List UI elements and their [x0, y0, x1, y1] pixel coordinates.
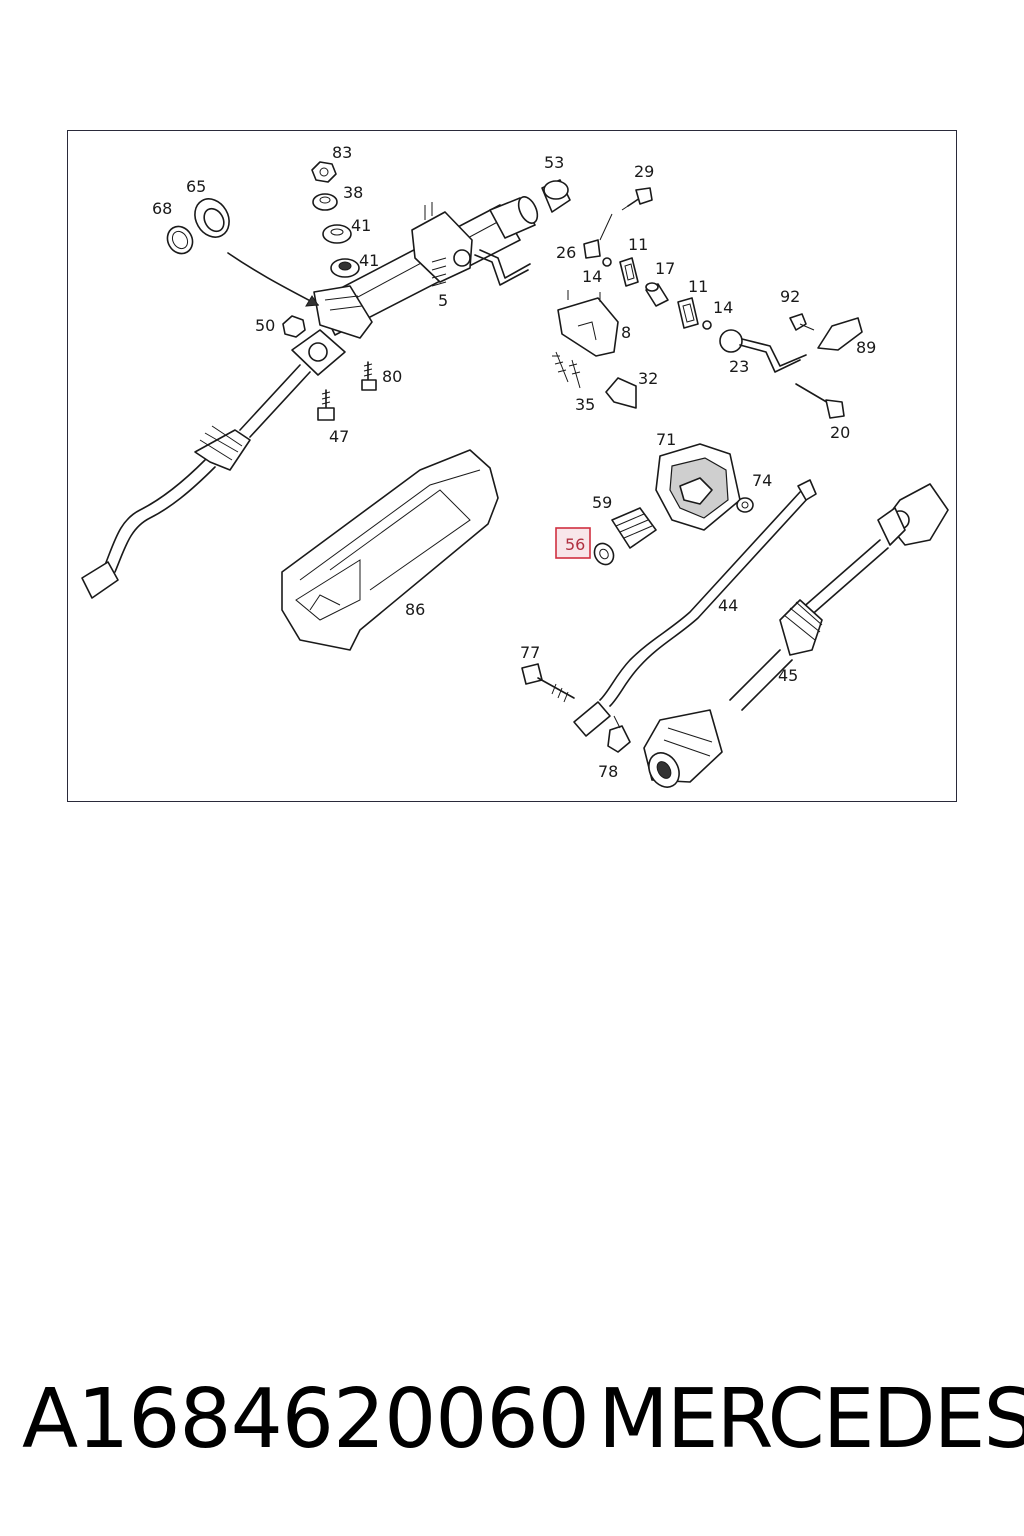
- label-35: 35: [575, 395, 595, 414]
- bolt-77-and-clip-78: [521, 663, 631, 753]
- lower-shaft-assembly: [643, 483, 949, 788]
- boot-and-seals: [593, 443, 754, 566]
- callout-labels: 83 38 41 41 65 68 53 29 26 14 11 17 11 1…: [152, 143, 876, 781]
- label-20: 20: [830, 423, 850, 442]
- label-29: 29: [634, 162, 654, 181]
- label-86: 86: [405, 600, 425, 619]
- label-5: 5: [438, 291, 448, 310]
- label-8: 8: [621, 323, 631, 342]
- label-14: 14: [582, 267, 602, 286]
- label-89: 89: [856, 338, 876, 357]
- highlight-box-56: [555, 527, 591, 559]
- label-23: 23: [729, 357, 749, 376]
- label-83: 83: [332, 143, 352, 162]
- label-11-b: 11: [688, 277, 708, 296]
- label-41-b: 41: [359, 251, 379, 270]
- label-26: 26: [556, 243, 576, 262]
- small-fasteners-top-left: [166, 161, 377, 421]
- label-47: 47: [329, 427, 349, 446]
- label-44: 44: [718, 596, 738, 615]
- label-71: 71: [656, 430, 676, 449]
- label-92: 92: [780, 287, 800, 306]
- part-number-text: A1684620060: [22, 1372, 590, 1467]
- label-56: 56: [565, 535, 585, 554]
- label-32: 32: [638, 369, 658, 388]
- intermediate-shaft: [573, 479, 817, 737]
- label-41: 41: [351, 216, 371, 235]
- label-80: 80: [382, 367, 402, 386]
- small-parts-top-right: [541, 179, 863, 419]
- brand-text: MERCEDES: [598, 1372, 1024, 1467]
- label-53: 53: [544, 153, 564, 172]
- label-50: 50: [255, 316, 275, 335]
- label-59: 59: [592, 493, 612, 512]
- label-65: 65: [186, 177, 206, 196]
- label-77: 77: [520, 643, 540, 662]
- label-11: 11: [628, 235, 648, 254]
- label-14-b: 14: [713, 298, 733, 317]
- label-17: 17: [655, 259, 675, 278]
- label-74: 74: [752, 471, 772, 490]
- label-38: 38: [343, 183, 363, 202]
- label-68: 68: [152, 199, 172, 218]
- lower-cover-part: [281, 449, 499, 651]
- steering-column-assembly: [81, 196, 539, 599]
- label-45: 45: [778, 666, 798, 685]
- label-78: 78: [598, 762, 618, 781]
